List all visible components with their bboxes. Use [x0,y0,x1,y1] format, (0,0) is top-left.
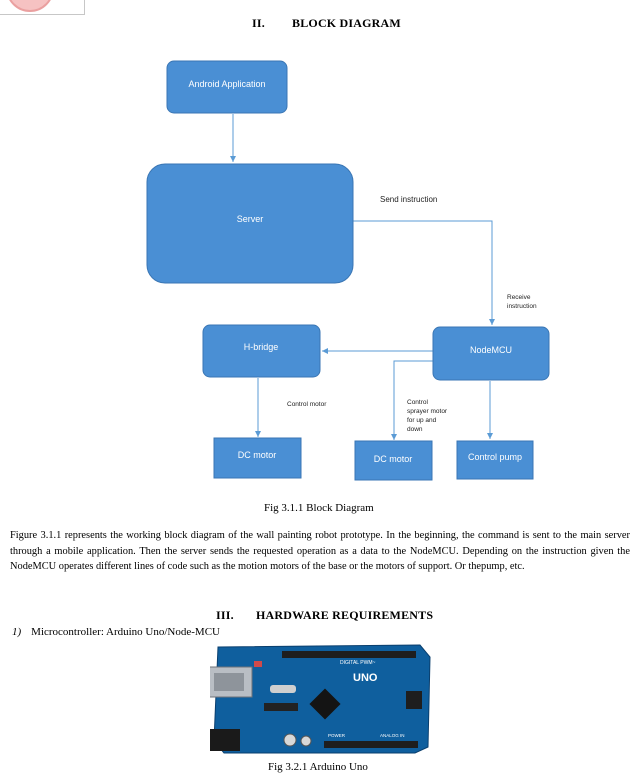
figure-caption-block-diagram: Fig 3.1.1 Block Diagram [264,502,374,514]
logo [0,0,85,15]
figure-caption-arduino: Fig 3.2.1 Arduino Uno [268,761,368,773]
board-label-analog: ANALOG IN [380,733,405,738]
label-sprayer-1: Control [407,399,429,406]
node-control-pump [456,440,534,480]
node-label-pump: Control pump [468,452,522,462]
body-paragraph: Figure 3.1.1 represents the working bloc… [10,530,630,572]
label-receive-2: instruction [507,303,537,310]
node-nodemcu [432,326,550,381]
section-number: III. [216,608,234,622]
node-label-hbridge: H-bridge [244,342,279,352]
section-number: II. [252,16,265,30]
label-send-instruction: Send instruction [380,195,437,204]
section-title: HARDWARE REQUIREMENTS [256,608,434,622]
label-receive-1: Receive [507,294,531,301]
label-sprayer-4: down [407,426,423,433]
section-heading-block-diagram: II. BLOCK DIAGRAM [252,16,401,31]
node-label-nodemcu: NodeMCU [470,345,512,355]
arrow-server-nodemcu [353,220,495,325]
label-sprayer-2: sprayer motor [407,408,448,415]
arrow-nodemcu-dcmotor2 [391,360,433,440]
board-label-power: POWER [328,733,346,738]
node-label-android: Android Application [188,79,265,89]
board-brand: UNO [353,672,378,684]
node-dc-motor-1 [213,437,302,479]
label-control-motor: Control motor [287,401,327,408]
section-heading-hardware: III. HARDWARE REQUIREMENTS [216,608,433,623]
block-diagram: Android Application Server H-bridge Node… [146,60,550,481]
label-sprayer-3: for up and [407,417,437,424]
node-dc-motor-2 [354,440,433,481]
node-server [146,163,354,284]
node-label-dcmotor-2: DC motor [374,454,413,464]
arduino-uno-photo: DIGITAL PWM~ UNO POWER ANALOG IN [210,644,431,754]
node-h-bridge [202,324,321,378]
board-label-digital: DIGITAL PWM~ [340,660,376,666]
list-number: 1) [12,626,22,638]
node-android-application [166,60,288,114]
section-title: BLOCK DIAGRAM [292,16,401,30]
node-label-dcmotor-1: DC motor [238,450,277,460]
list-text: Microcontroller: Arduino Uno/Node-MCU [31,626,220,638]
list-item-microcontroller: 1) Microcontroller: Arduino Uno/Node-MCU [12,626,220,638]
node-label-server: Server [237,214,264,224]
